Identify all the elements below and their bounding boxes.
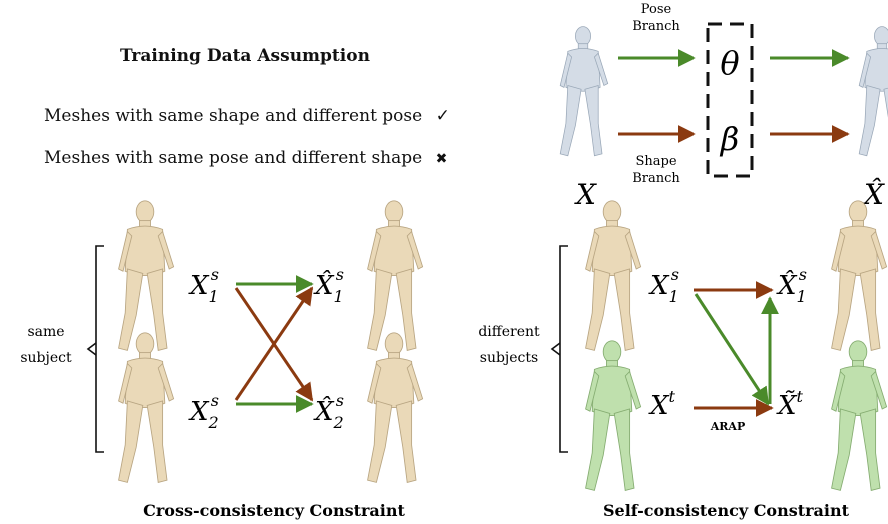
- different-subjects-label-1: different: [478, 324, 540, 340]
- cross-caption: Cross-consistency Constraint: [143, 501, 405, 520]
- x2s-hat-label: X̂2s: [313, 391, 344, 432]
- mesh-self-x1-beige: [585, 200, 642, 351]
- mesh-cross-x1hat-beige: [367, 200, 424, 351]
- different-subjects-label-2: subjects: [480, 350, 538, 366]
- output-mesh-label: X̂: [862, 178, 885, 211]
- assumption-item-2-text: Meshes with same pose and different shap…: [44, 148, 423, 168]
- right-bracket-tip: [550, 342, 561, 356]
- cross-shape-arrow-up: [234, 286, 314, 401]
- assumption-item-2: Meshes with same pose and different shap…: [44, 148, 447, 168]
- beta-symbol: β: [720, 120, 740, 158]
- mesh-self-xt-green: [585, 340, 642, 491]
- mesh-input-gray: [559, 26, 609, 157]
- pose-branch-label-1: Pose: [641, 2, 672, 17]
- self-x1s-hat-label: X̂1s: [776, 265, 807, 306]
- input-mesh-label: X: [574, 178, 597, 211]
- right-bracket: [559, 245, 568, 453]
- shape-branch-label-1: Shape: [635, 154, 676, 169]
- parameter-box: [706, 22, 754, 178]
- cross-math-labels: X1s X2s X̂1s X̂2s: [188, 265, 344, 432]
- theta-symbol: θ: [720, 44, 739, 82]
- x2s-label: X2s: [188, 391, 219, 432]
- mesh-self-x1hat-beige: [831, 200, 888, 351]
- assumption-title: Training Data Assumption: [120, 46, 370, 66]
- x1s-label: X1s: [188, 265, 219, 306]
- mesh-output-gray: [858, 26, 888, 157]
- mesh-cross-x2-beige: [118, 332, 175, 483]
- mesh-cross-x2hat-beige: [367, 332, 424, 483]
- xt-tilde-label: X̃t: [776, 387, 804, 421]
- mesh-self-xtilde-green: [831, 340, 888, 491]
- mesh-cross-x1-beige: [118, 200, 175, 351]
- arap-label: ARAP: [710, 420, 745, 433]
- cross-mark-icon: ✖: [435, 151, 448, 167]
- self-caption: Self-consistency Constraint: [603, 501, 850, 520]
- self-x1s-label: X1s: [648, 265, 679, 306]
- left-bracket-tip: [86, 342, 97, 356]
- pose-branch-label-2: Branch: [632, 19, 680, 34]
- self-pose-arrow-diagonal: [694, 293, 770, 406]
- same-subject-label-1: same: [27, 324, 64, 340]
- xt-label: Xt: [648, 387, 676, 421]
- same-subject-label-2: subject: [20, 350, 72, 366]
- assumption-item-1-text: Meshes with same shape and different pos…: [44, 106, 423, 126]
- left-bracket: [95, 245, 104, 453]
- assumption-item-1: Meshes with same shape and different pos…: [44, 106, 450, 126]
- check-icon: ✓: [435, 106, 450, 126]
- x1s-hat-label: X̂1s: [313, 265, 344, 306]
- shape-branch-label-2: Branch: [632, 171, 680, 186]
